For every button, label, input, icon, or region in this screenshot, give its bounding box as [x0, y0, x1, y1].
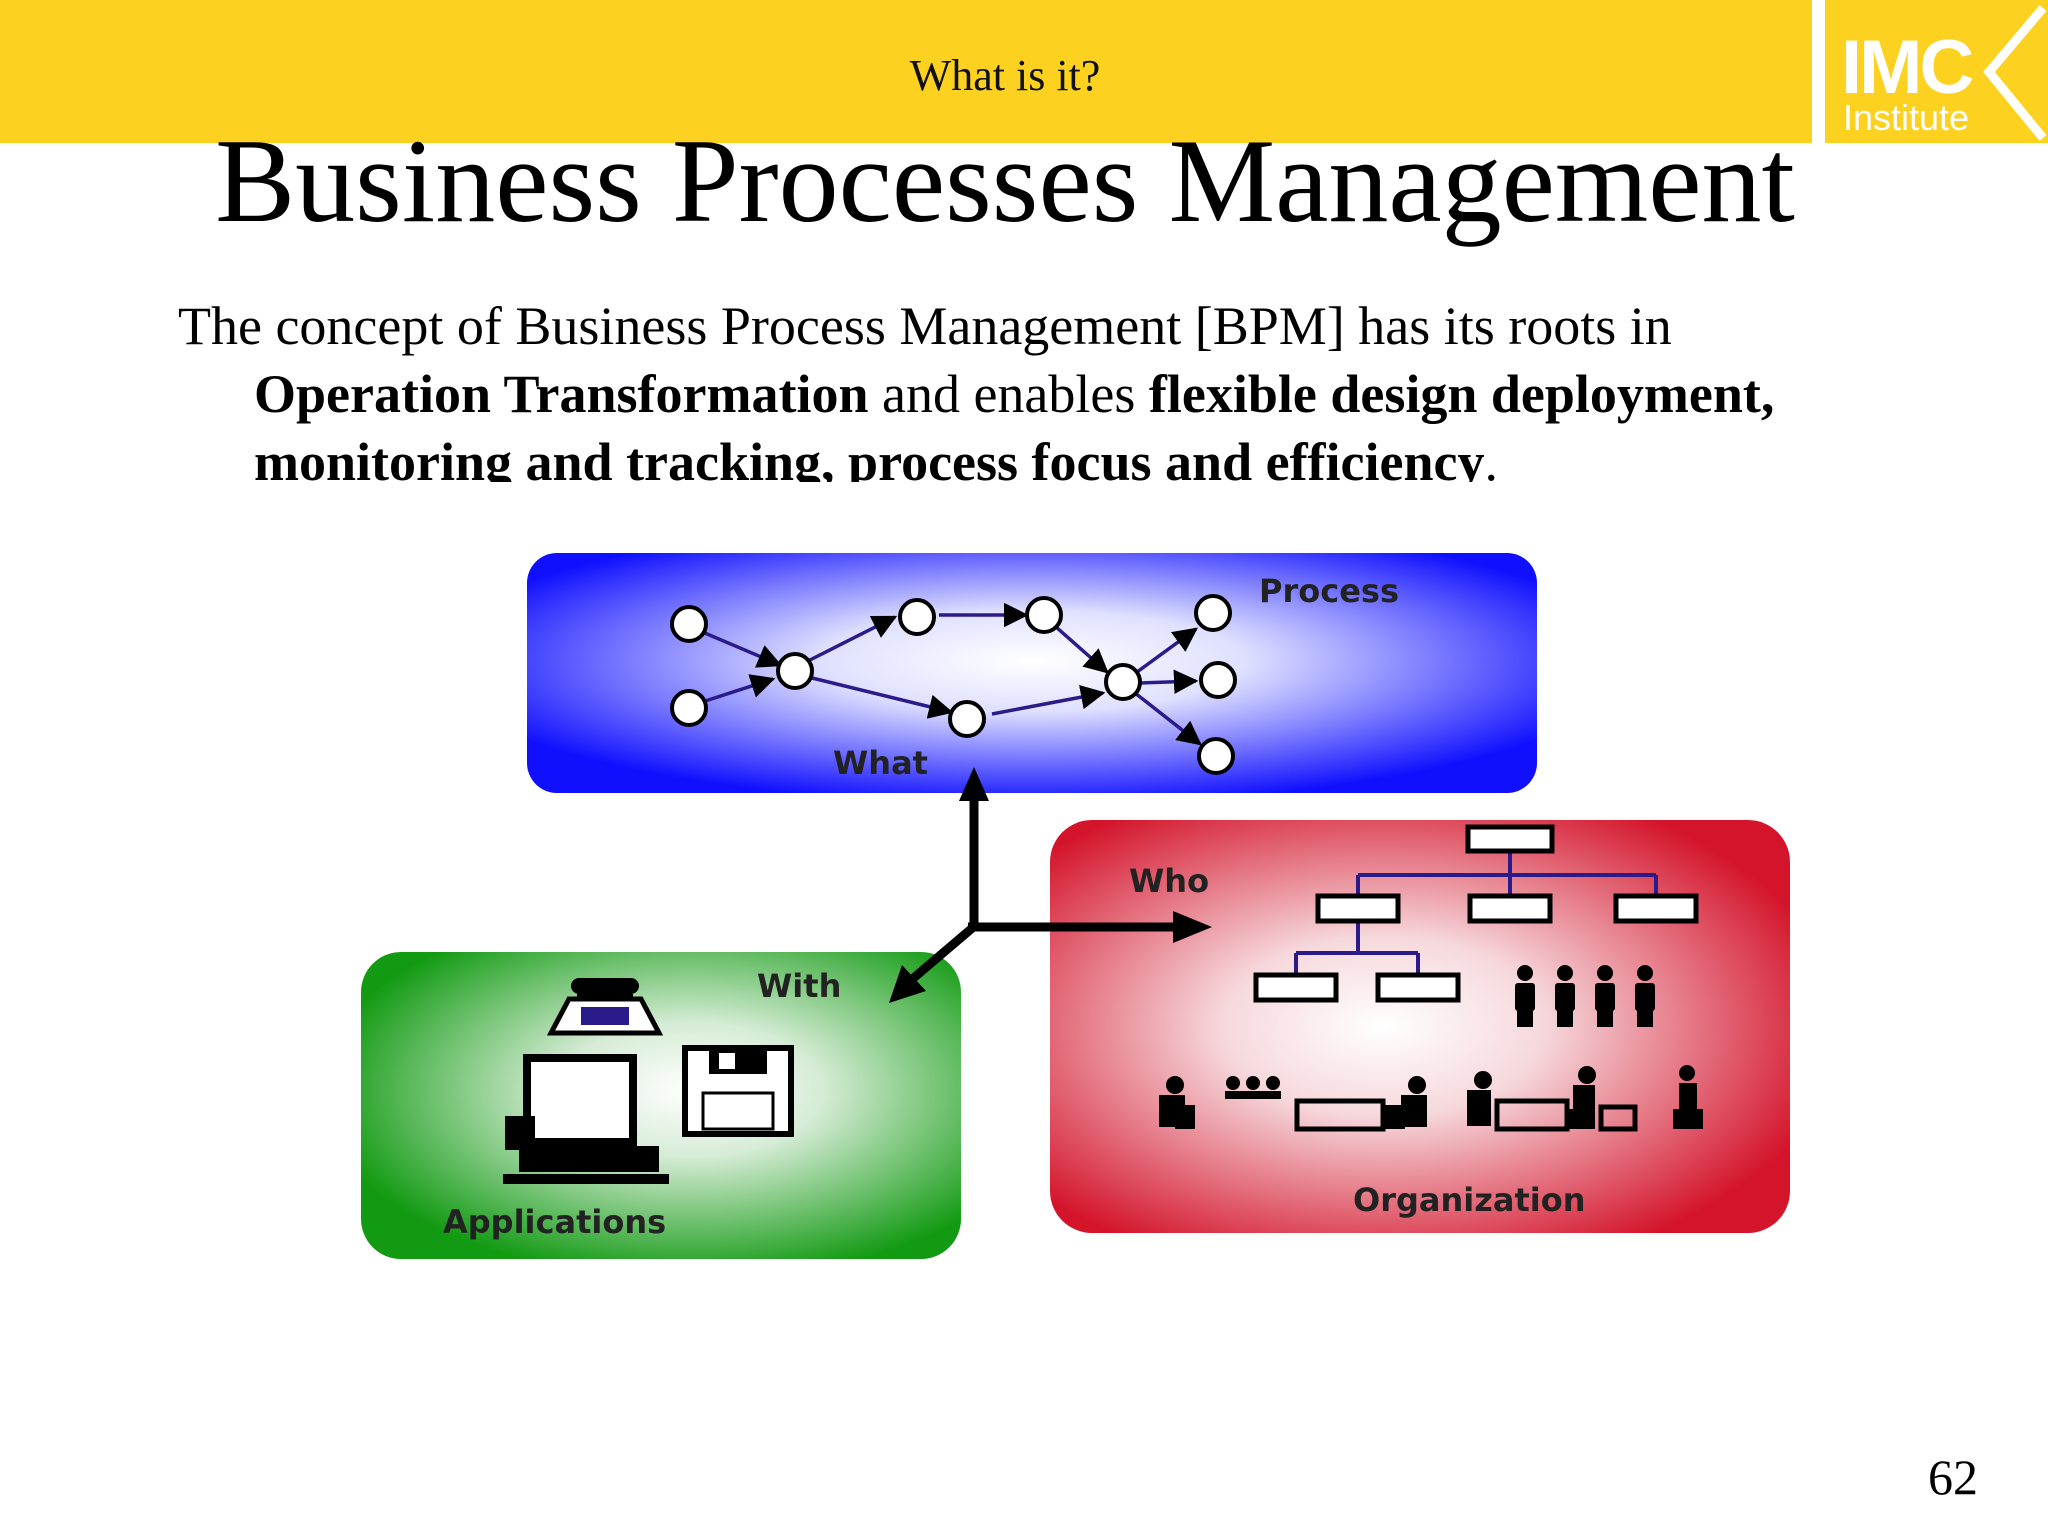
body-bold-flexible-design: flexible design deployment, [1148, 364, 1775, 424]
process-node [670, 689, 708, 727]
what-label: What [833, 744, 928, 782]
people-icon-group [1515, 965, 1655, 1027]
body-connector: and enables [868, 364, 1149, 424]
bpm-diagram: Process What [361, 553, 1790, 1259]
process-node [1199, 661, 1237, 699]
person-icon [1595, 965, 1615, 1027]
body-bold-monitoring: monitoring and tracking, process focus a… [254, 432, 1485, 482]
process-box [527, 553, 1537, 793]
process-node [1104, 663, 1142, 701]
logo-chevron-icon [1983, 5, 2047, 141]
imc-institute-logo: IMC Institute [1825, 0, 2048, 143]
body-line-3: monitoring and tracking, process focus a… [178, 428, 1898, 482]
person-icon [1515, 965, 1535, 1027]
floppy-disk-icon [682, 1045, 794, 1137]
computer-icon [503, 1054, 669, 1184]
applications-label: Applications [443, 1203, 666, 1241]
telephone-icon [546, 978, 664, 1036]
process-node [1194, 594, 1232, 632]
logo-mark: IMC [1841, 25, 1974, 110]
page-number: 62 [1928, 1449, 1978, 1505]
person-icon [1635, 965, 1655, 1027]
person-icon [1555, 965, 1575, 1027]
office-scene-icon [1159, 1065, 1703, 1132]
process-node [670, 605, 708, 643]
body-bold-operation-transformation: Operation Transformation [254, 364, 869, 424]
process-nodes [670, 594, 1237, 775]
arrow-down-left-icon [889, 965, 926, 1003]
arrow-right-icon [1173, 911, 1212, 943]
arrow-up-icon [959, 767, 989, 801]
header-bar [0, 0, 1812, 143]
body-intro: The concept of Business Process Manageme… [178, 296, 1672, 356]
organization-label: Organization [1353, 1181, 1585, 1219]
body-period: . [1484, 432, 1498, 482]
process-flow-graph [692, 602, 1202, 746]
slide-title: Business Processes Management [215, 114, 1795, 247]
org-chart [1253, 824, 1699, 1003]
with-label: With [757, 967, 841, 1005]
body-line-2: Operation Transformation and enables fle… [178, 360, 1898, 428]
body-line-1: The concept of Business Process Manageme… [178, 292, 1898, 360]
process-label: Process [1259, 572, 1399, 610]
slide-body-text: The concept of Business Process Manageme… [178, 292, 1898, 482]
process-node [776, 652, 814, 690]
who-label: Who [1129, 862, 1209, 900]
process-node [1025, 596, 1063, 634]
process-node [1197, 737, 1235, 775]
axes-arrows [889, 767, 1212, 1003]
process-node [948, 700, 986, 738]
process-node [898, 598, 936, 636]
header-title: What is it? [909, 51, 1101, 100]
logo-subtitle: Institute [1843, 97, 1970, 138]
